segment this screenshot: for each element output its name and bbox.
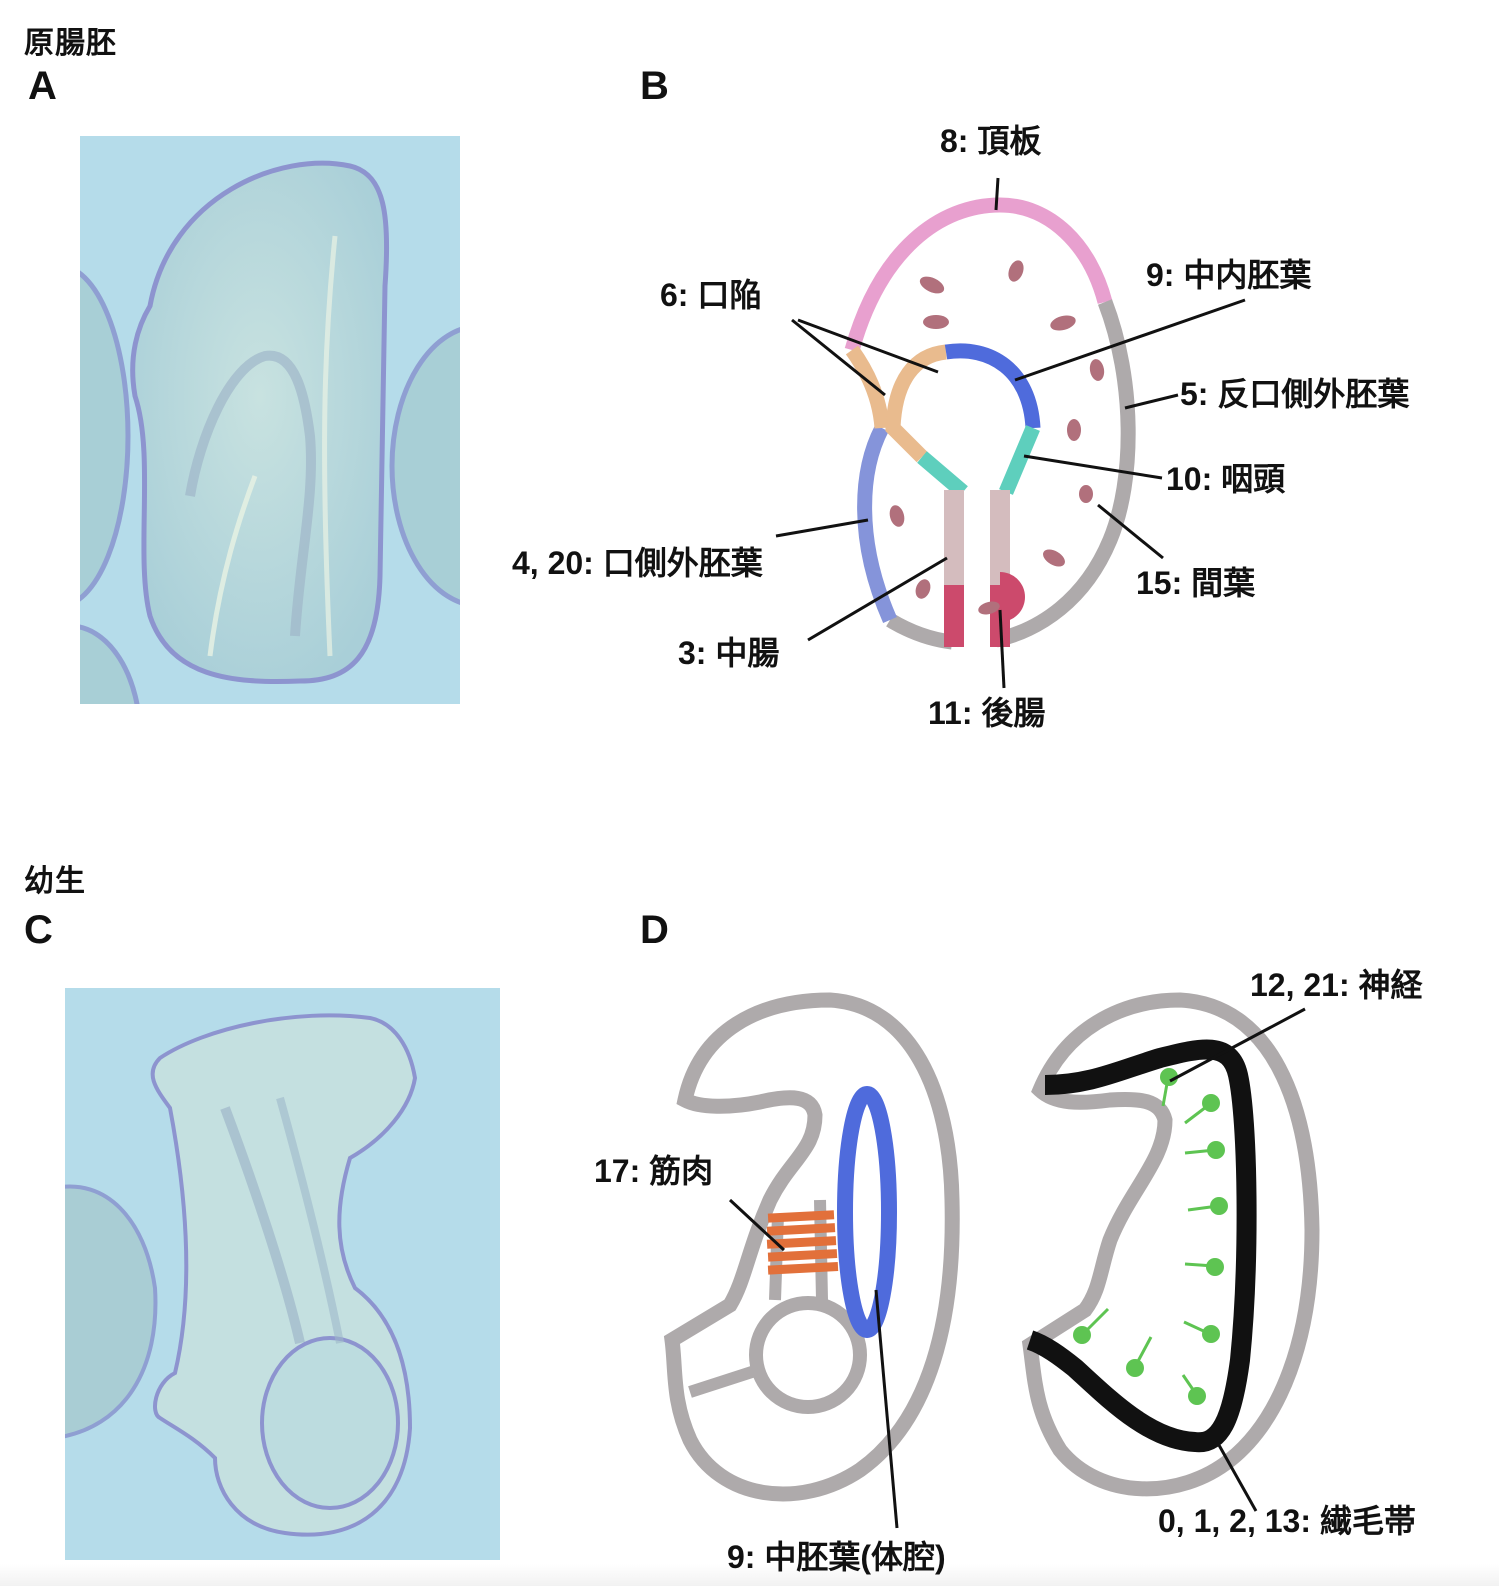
label-mesenchyme: 15: 間葉	[1136, 565, 1256, 601]
hindgut-left	[944, 585, 964, 647]
bottom-edge	[0, 1564, 1499, 1586]
oral-ectoderm	[857, 424, 897, 624]
leader-stomodeum-a	[791, 318, 886, 397]
neuron	[1187, 1197, 1228, 1215]
larva-left-body	[663, 992, 960, 1502]
leader-oral-ectoderm	[775, 518, 869, 538]
mesenchyme-cell	[1067, 419, 1081, 441]
larva-micrograph	[65, 988, 500, 1560]
mesenchyme-cell	[919, 276, 945, 294]
leader-pharynx	[1023, 454, 1163, 480]
label-oral-ectoderm: 4, 20: 口側外胚葉	[512, 545, 764, 581]
label-hindgut: 11: 後腸	[928, 695, 1045, 731]
larva-mouth-outline	[688, 1364, 760, 1398]
larva-schematic: 17: 筋肉 9: 中胚葉(体腔) 12, 21: 神経 0, 1, 2, 13…	[594, 967, 1424, 1575]
muscle-band	[766, 1236, 837, 1249]
gastrula-body	[130, 160, 390, 684]
mesenchyme-cell	[1079, 485, 1093, 503]
muscle-band	[767, 1210, 835, 1223]
label-aboral-ectoderm: 5: 反口側外胚葉	[1180, 376, 1410, 412]
neuron	[1181, 1374, 1206, 1405]
muscle-band	[766, 1223, 836, 1236]
embryo-highlight	[322, 235, 338, 657]
mesenchyme-cells	[889, 260, 1105, 615]
neighbor-embryo	[389, 327, 460, 605]
panel-letter-d: D	[640, 908, 669, 952]
leader-mesenchyme	[1097, 503, 1164, 560]
larva-stomach-outline	[749, 1296, 867, 1414]
neighbor-larva	[65, 1184, 158, 1439]
panel-letter-c: C	[24, 908, 53, 952]
neighbor-embryo	[80, 624, 140, 704]
ciliary-band	[1026, 1039, 1257, 1453]
mesenchyme-cell	[1089, 359, 1105, 381]
gastrula-stage-title: 原腸胚	[24, 27, 117, 60]
archenteron-outline	[185, 350, 317, 637]
leader-ciliary-band	[1213, 1437, 1258, 1512]
label-pharynx: 10: 咽頭	[1166, 461, 1286, 497]
pharynx-left	[917, 451, 968, 498]
mesendoderm	[944, 343, 1041, 429]
pharynx-right	[999, 425, 1040, 495]
panel-letter-b: B	[640, 64, 669, 108]
mesenchyme-cell	[889, 505, 905, 527]
label-stomodeum: 6: 口陥	[660, 277, 761, 313]
midgut-left	[944, 490, 964, 585]
label-apical-plate: 8: 頂板	[940, 123, 1041, 159]
label-muscle: 17: 筋肉	[594, 1153, 713, 1189]
gastrula-micrograph	[80, 136, 460, 704]
leader-coelom	[874, 1289, 899, 1529]
larva-stomach	[260, 1336, 400, 1510]
panel-letter-a: A	[28, 64, 57, 108]
leader-neurons	[1169, 1007, 1306, 1083]
apical-plate	[844, 197, 1113, 353]
midgut-right	[990, 490, 1010, 585]
neuron	[1073, 1307, 1110, 1344]
stomodeum-inner	[885, 344, 948, 463]
larva-esophagus	[220, 1106, 305, 1345]
larva-stage-title: 幼生	[24, 865, 86, 898]
neuron	[1183, 1320, 1220, 1343]
muscle-band	[767, 1249, 838, 1262]
neighbor-embryo	[80, 270, 131, 602]
label-ciliary-band: 0, 1, 2, 13: 繊毛帯	[1158, 1503, 1416, 1539]
leader-stomodeum-b	[797, 318, 939, 374]
larva-body-outline	[663, 992, 960, 1502]
larva-esophagus-wall	[276, 1096, 344, 1344]
leader-muscle	[728, 1198, 786, 1252]
neuron	[1184, 1141, 1225, 1159]
aboral-ectoderm-oral-side	[886, 613, 953, 650]
muscle-band	[767, 1262, 839, 1275]
neuron	[1160, 1068, 1178, 1107]
neuron	[1184, 1094, 1220, 1125]
embryo-highlight	[207, 475, 258, 657]
mesenchyme-cell	[923, 315, 949, 329]
leader-apical-plate	[994, 177, 1000, 211]
leader-midgut	[807, 556, 948, 642]
mesenchyme-cell	[1050, 315, 1076, 331]
gastrula-micrograph-art	[80, 136, 460, 704]
stomodeum-outer	[845, 345, 890, 429]
mesenchyme-cell	[1043, 549, 1065, 567]
aboral-ectoderm	[994, 299, 1136, 648]
leader-mesendoderm	[1014, 298, 1246, 382]
coelom	[837, 1086, 897, 1338]
label-midgut: 3: 中腸	[678, 635, 779, 671]
larva-micrograph-art	[65, 988, 500, 1560]
leader-hindgut	[998, 609, 1006, 689]
label-coelom: 9: 中胚葉(体腔)	[727, 1539, 946, 1575]
neuron	[1126, 1336, 1153, 1377]
label-mesendoderm: 9: 中内胚葉	[1146, 257, 1312, 293]
gastrula-schematic: 8: 頂板 6: 口陥 9: 中内胚葉 5: 反口側外胚葉 10: 咽頭 15:…	[512, 123, 1410, 731]
mesenchyme-cell	[1008, 260, 1024, 282]
mesenchyme-cell	[978, 601, 1000, 615]
larva-body-outline-right	[1021, 992, 1320, 1497]
leader-aboral-ectoderm	[1124, 393, 1179, 410]
neuron	[1184, 1258, 1224, 1276]
label-neurons: 12, 21: 神経	[1250, 967, 1424, 1003]
muscle-bands	[766, 1210, 839, 1275]
mesenchyme-cell	[915, 579, 931, 599]
neurons	[1073, 1068, 1228, 1405]
